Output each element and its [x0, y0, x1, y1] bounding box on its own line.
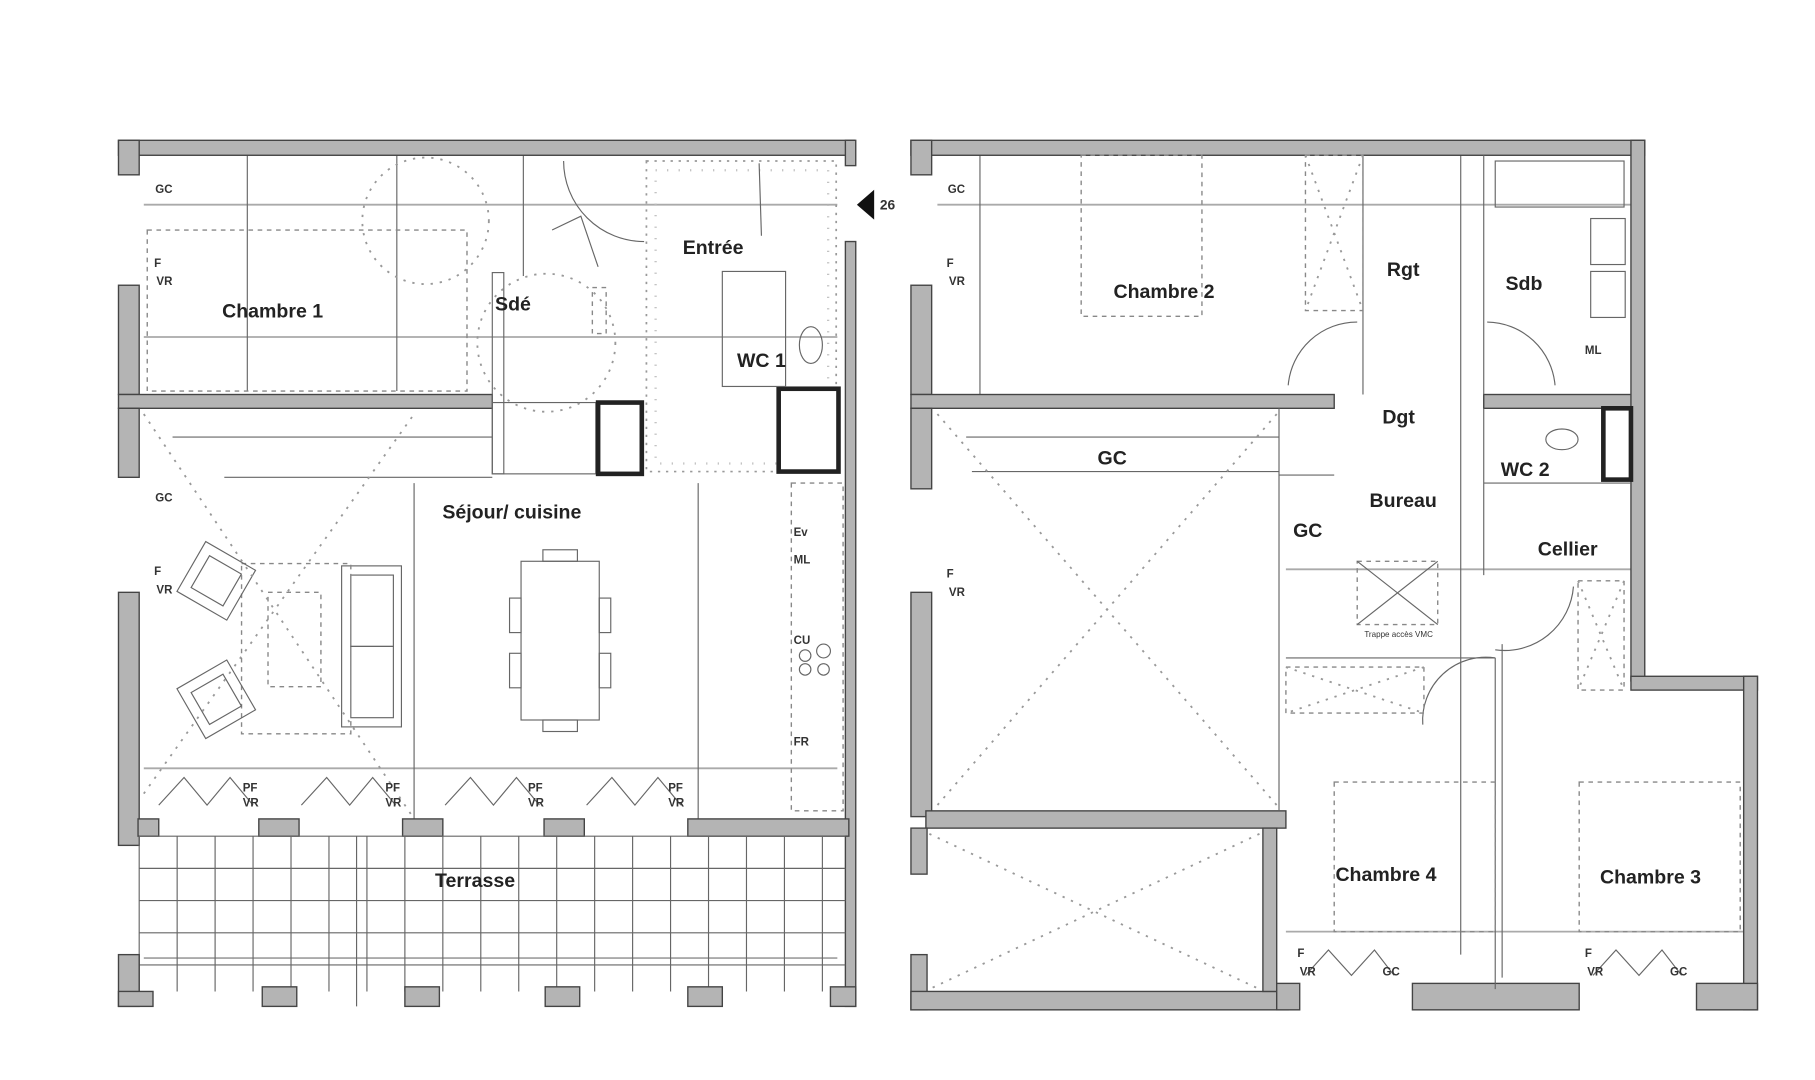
- window-label-vr: VR: [1300, 966, 1317, 978]
- room-label-rgt: Rgt: [1387, 259, 1420, 281]
- dining-table: [520, 560, 600, 721]
- upper-floor-plan: Chambre 2 Rgt Sdb Dgt WC 2 Bureau GC GC …: [910, 139, 1759, 1011]
- room-label-terrasse: Terrasse: [435, 870, 515, 892]
- door-label-vr: VR: [243, 797, 260, 809]
- kitchen-label-fr: FR: [794, 736, 810, 748]
- window-label-gc: GC: [1383, 966, 1400, 978]
- room-label-sejour-cuisine: Séjour/ cuisine: [442, 502, 581, 524]
- door-label-pf: PF: [528, 782, 543, 794]
- sofa: [341, 565, 403, 728]
- window-label-vr: VR: [156, 276, 173, 288]
- kitchen-label-cu: CU: [794, 635, 811, 647]
- french-windows: [158, 776, 682, 807]
- room-label-gc: GC: [1293, 520, 1322, 542]
- terrasse-grid: [138, 835, 846, 992]
- window-label-vr: VR: [1587, 966, 1604, 978]
- kitchen-label-ev: Ev: [794, 527, 809, 539]
- room-label-gc: GC: [1098, 448, 1127, 470]
- room-label-chambre-1: Chambre 1: [222, 300, 323, 322]
- door-label-vr: VR: [528, 797, 545, 809]
- room-label-chambre-3: Chambre 3: [1600, 866, 1701, 888]
- entree-floor: [645, 160, 838, 473]
- level-marker-label: 26: [880, 197, 896, 212]
- ground-floor-plan: Chambre 1 Sdé Entrée WC 1 Séjour/ cuisin…: [117, 139, 896, 1008]
- room-label-cellier: Cellier: [1538, 539, 1598, 561]
- window-label-vr: VR: [156, 584, 173, 596]
- room-label-entree: Entrée: [683, 237, 744, 259]
- duct: [595, 400, 645, 477]
- window-label-f: F: [1297, 948, 1304, 960]
- room-label-dgt: Dgt: [1382, 406, 1415, 428]
- dimension-lines: [143, 155, 838, 1007]
- window-label-f: F: [947, 568, 954, 580]
- room-label-bureau: Bureau: [1370, 490, 1437, 512]
- door-label-vr: VR: [385, 797, 402, 809]
- window-label-f: F: [154, 566, 161, 578]
- wall: [117, 139, 856, 156]
- sdb-label-ml: ML: [1585, 345, 1602, 357]
- stairs: [172, 436, 493, 478]
- window-label-f: F: [1585, 948, 1592, 960]
- room-label-chambre-4: Chambre 4: [1335, 864, 1436, 886]
- window-label-vr: VR: [949, 276, 966, 288]
- window-label-vr: VR: [949, 587, 966, 599]
- window-label-gc: GC: [155, 492, 172, 504]
- room-label-chambre-2: Chambre 2: [1113, 281, 1214, 303]
- window-label-gc: GC: [155, 184, 172, 196]
- triangle-left-icon: [856, 189, 875, 220]
- door-label-vr: VR: [668, 797, 685, 809]
- room-label-sde: Sdé: [495, 294, 531, 316]
- room-label-sdb: Sdb: [1506, 273, 1543, 295]
- kitchen-label-ml: ML: [794, 555, 811, 567]
- window-label-f: F: [154, 258, 161, 270]
- door-label-pf: PF: [385, 782, 400, 794]
- vmc-hatch-label: Trappe accès VMC: [1364, 630, 1433, 639]
- window-label-f: F: [947, 258, 954, 270]
- window-label-gc: GC: [1670, 966, 1687, 978]
- window-label-gc: GC: [948, 184, 965, 196]
- door-label-pf: PF: [668, 782, 683, 794]
- room-label-wc-2: WC 2: [1501, 459, 1550, 481]
- door-label-pf: PF: [243, 782, 258, 794]
- room-label-wc-1: WC 1: [737, 350, 786, 372]
